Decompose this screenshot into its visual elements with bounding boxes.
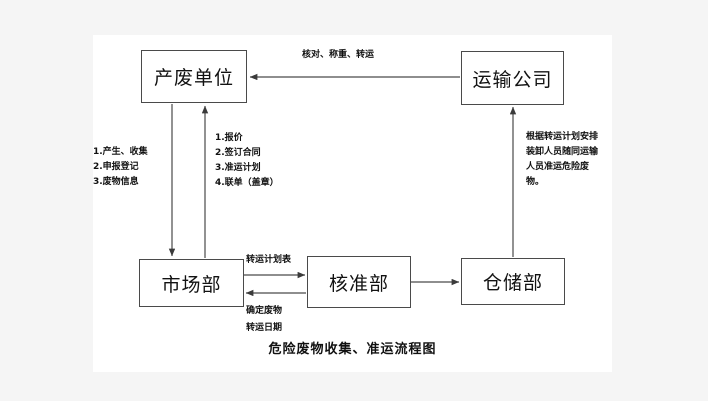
confirm-line-2: 转运日期 — [246, 323, 283, 333]
node-market[interactable]: 市场部 — [139, 259, 244, 307]
mid-list-item-4: 4.联单（盖章） — [215, 178, 279, 188]
diagram-caption: 危险废物收集、准运流程图 — [268, 342, 437, 357]
node-market-label: 市场部 — [161, 273, 222, 296]
node-carrier-label: 运输公司 — [472, 68, 553, 91]
edge-label-market-to-producer: 1.报价 2.签订合同 3.准运计划 4.联单（盖章） — [215, 131, 279, 191]
flowchart-edges — [168, 73, 517, 297]
flowchart: 产废单位 运输公司 市场部 核准部 仓储部 核对、称重、转运 1.产生、收集 2… — [93, 35, 612, 372]
node-carrier[interactable]: 运输公司 — [461, 51, 564, 105]
mid-list-item-1: 1.报价 — [215, 133, 243, 143]
left-list-item-1: 1.产生、收集 — [93, 147, 148, 157]
left-list-item-2: 2.申报登记 — [93, 162, 139, 172]
left-list-item-3: 3.废物信息 — [93, 177, 139, 187]
node-producer[interactable]: 产废单位 — [141, 50, 247, 103]
node-producer-label: 产废单位 — [153, 67, 234, 89]
mid-list-item-3: 3.准运计划 — [215, 163, 261, 173]
node-approval-label: 核准部 — [328, 272, 389, 295]
node-storage-label: 仓储部 — [482, 272, 543, 294]
node-storage[interactable]: 仓储部 — [461, 258, 565, 305]
diagram-canvas: 产废单位 运输公司 市场部 核准部 仓储部 核对、称重、转运 1.产生、收集 2… — [93, 35, 612, 372]
mid-list-item-2: 2.签订合同 — [215, 148, 261, 158]
node-approval[interactable]: 核准部 — [307, 256, 411, 308]
edge-label-producer-to-market: 1.产生、收集 2.申报登记 3.废物信息 — [93, 145, 148, 190]
edge-label-carrier-to-producer: 核对、称重、转运 — [302, 50, 375, 60]
edge-label-market-to-approval: 转运计划表 — [246, 255, 292, 265]
edge-label-approval-to-market: 确定废物 转运日期 — [246, 303, 282, 337]
edge-label-storage-to-carrier: 根据转运计划安排装卸人员随同运输人员准运危险废物。 — [526, 132, 599, 187]
confirm-line-1: 确定废物 — [246, 306, 283, 316]
